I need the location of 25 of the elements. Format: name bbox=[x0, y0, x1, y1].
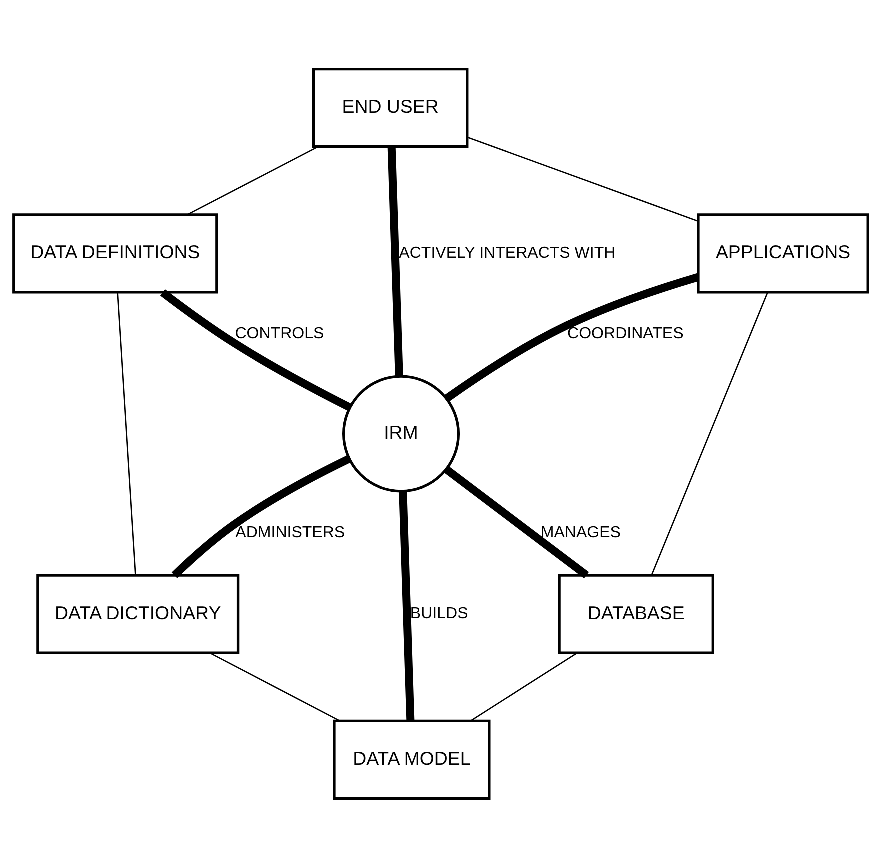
connector bbox=[210, 652, 340, 722]
node-box: APPLICATIONS bbox=[697, 213, 870, 294]
node-box: DATABASE bbox=[558, 574, 714, 654]
node-box: DATA DEFINITIONS bbox=[12, 213, 218, 294]
connector bbox=[172, 454, 352, 578]
connector bbox=[651, 292, 768, 576]
connector bbox=[467, 136, 698, 222]
connector bbox=[444, 273, 700, 402]
edge-label: ADMINISTERS bbox=[236, 523, 346, 542]
connector bbox=[117, 292, 136, 575]
edge-label: CONTROLS bbox=[235, 324, 324, 342]
edge-label: MANAGES bbox=[540, 523, 621, 542]
connector bbox=[388, 146, 404, 376]
node-box: DATA DICTIONARY bbox=[36, 574, 240, 654]
connector bbox=[160, 288, 352, 411]
node-box: END USER bbox=[312, 68, 469, 148]
connector bbox=[187, 146, 319, 215]
edge-label: ACTIVELY INTERACTS WITH bbox=[399, 243, 616, 262]
node-box: DATA MODEL bbox=[333, 719, 491, 800]
connector bbox=[470, 652, 578, 722]
edge-label: BUILDS bbox=[410, 604, 468, 622]
edge-label: COORDINATES bbox=[568, 324, 684, 342]
node-circle: IRM bbox=[342, 374, 460, 492]
connector bbox=[399, 491, 415, 721]
connector bbox=[444, 466, 590, 578]
